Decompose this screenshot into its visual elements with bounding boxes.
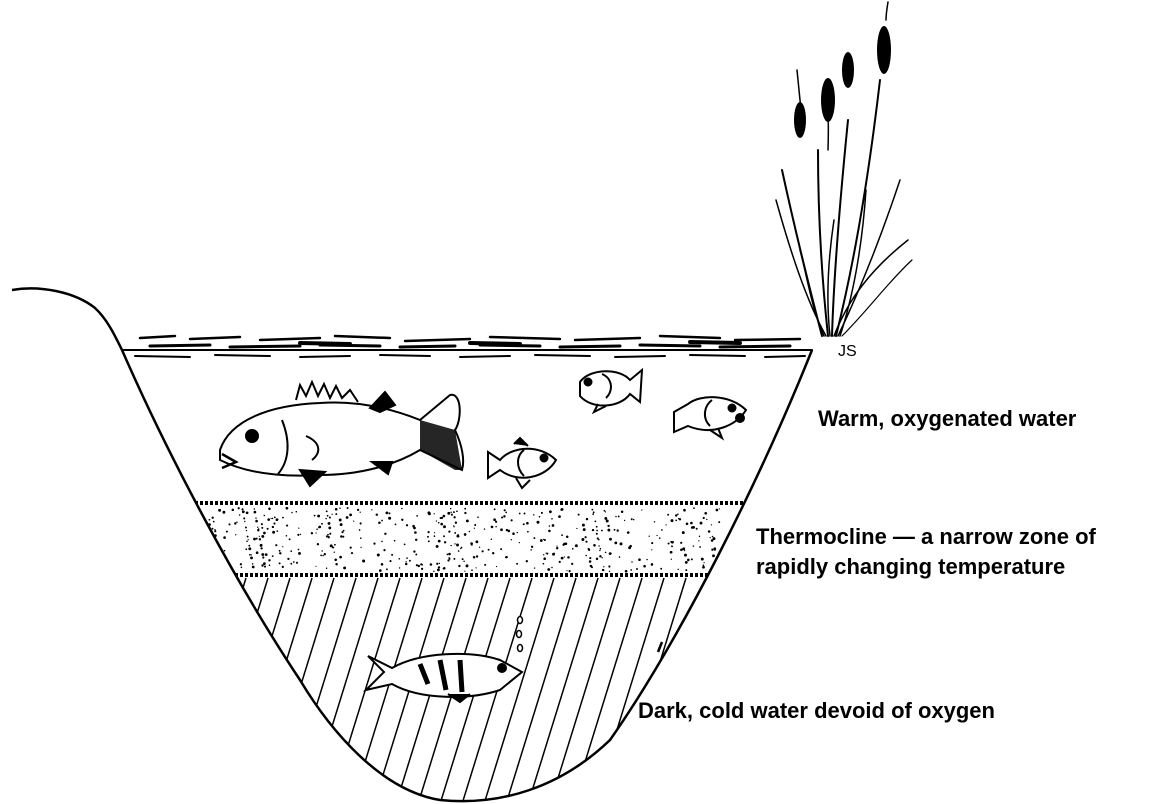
sunfish-icon xyxy=(580,370,642,412)
cattail-reeds xyxy=(776,2,912,336)
thermocline-label-line-1: Thermocline — a narrow zone of xyxy=(756,522,1096,552)
bubble-icons xyxy=(517,617,523,652)
warm-zone-label: Warm, oxygenated water xyxy=(818,404,1076,434)
water-surface xyxy=(122,336,812,357)
thermocline-band xyxy=(100,503,820,575)
cold-zone-label: Dark, cold water devoid of oxygen xyxy=(638,696,995,726)
thermocline-zone-label: Thermocline — a narrow zone of rapidly c… xyxy=(756,522,1096,582)
stray-mark xyxy=(658,642,662,652)
thermocline-label-line-2: rapidly changing temperature xyxy=(756,552,1096,582)
shoreline-bank xyxy=(12,288,122,350)
svg-text:JS: JS xyxy=(838,343,857,360)
artist-signature: JS xyxy=(838,343,857,360)
sunfish-icon xyxy=(488,438,556,488)
bottom-fish-icon xyxy=(366,654,522,702)
sunfish-icon xyxy=(674,397,746,438)
bass-fish-icon xyxy=(220,382,463,486)
